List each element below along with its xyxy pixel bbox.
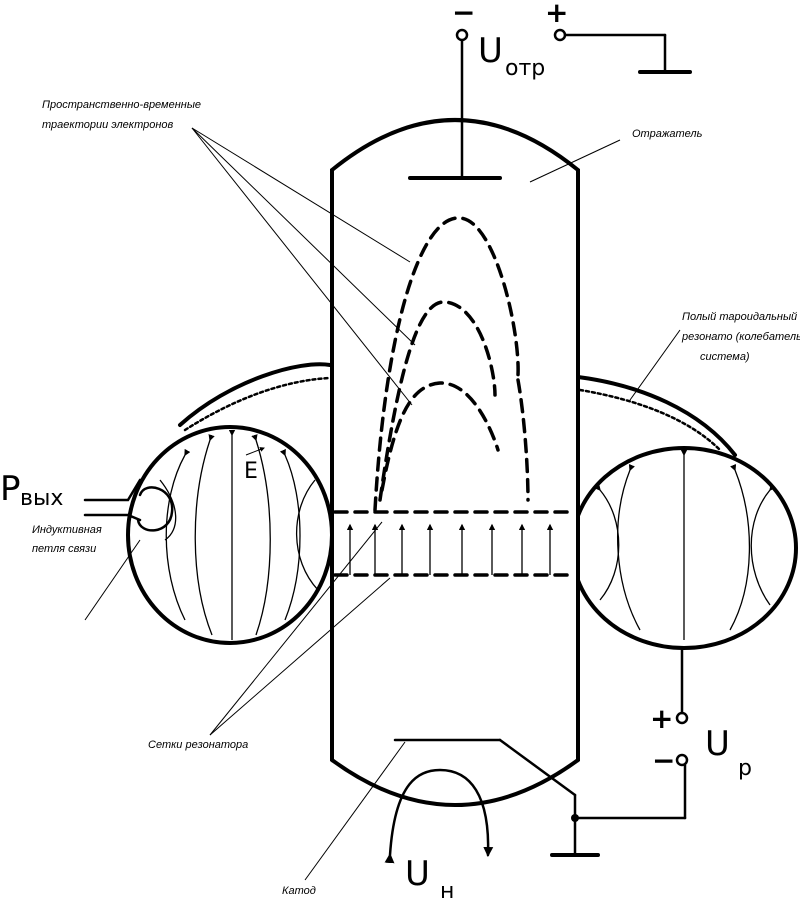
left-resonator: [126, 362, 334, 645]
grids-label: Сетки резонатора: [148, 739, 248, 751]
resonator-minus-sign: −: [652, 744, 675, 777]
leader-lines: [84, 127, 681, 881]
p-out-symbol: P: [0, 469, 21, 509]
resonator-label-line1: Полый тароидальный: [682, 311, 797, 323]
trajectories-label-line2: траектории электронов: [42, 119, 174, 131]
u-heater-subscript: н: [440, 879, 454, 904]
coupling-label-line2: петля связи: [32, 543, 96, 555]
resonator-plus-sign: +: [650, 702, 673, 735]
klystron-tube: [330, 118, 580, 807]
resonator-label-line3: система): [700, 351, 750, 363]
cathode-circuit: [384, 646, 689, 864]
right-resonator: [570, 375, 798, 650]
coupling-label-line1: Индуктивная: [32, 524, 102, 536]
u-resonator-symbol: U: [705, 724, 730, 764]
resonator-grids: [333, 510, 577, 577]
electron-trajectories: [373, 216, 530, 512]
trajectories-label-line1: Пространственно-временные: [42, 99, 201, 111]
u-reflector-symbol: U: [478, 31, 503, 71]
p-out-subscript: вых: [20, 486, 63, 511]
u-reflector-subscript: отр: [505, 56, 545, 81]
resonator-label-line2: резонато (колебательная: [681, 331, 800, 343]
reflector-label: Отражатель: [632, 128, 703, 140]
reflector-plus-sign: +: [545, 0, 568, 29]
reflector-minus-sign: −: [452, 0, 475, 29]
u-resonator-subscript: р: [738, 756, 752, 781]
reflector-circuit: [408, 28, 692, 180]
coupling-loop: [83, 478, 174, 532]
field-vector-symbol: E: [244, 459, 258, 484]
cathode-label: Катод: [282, 885, 316, 897]
u-heater-symbol: U: [405, 854, 430, 894]
